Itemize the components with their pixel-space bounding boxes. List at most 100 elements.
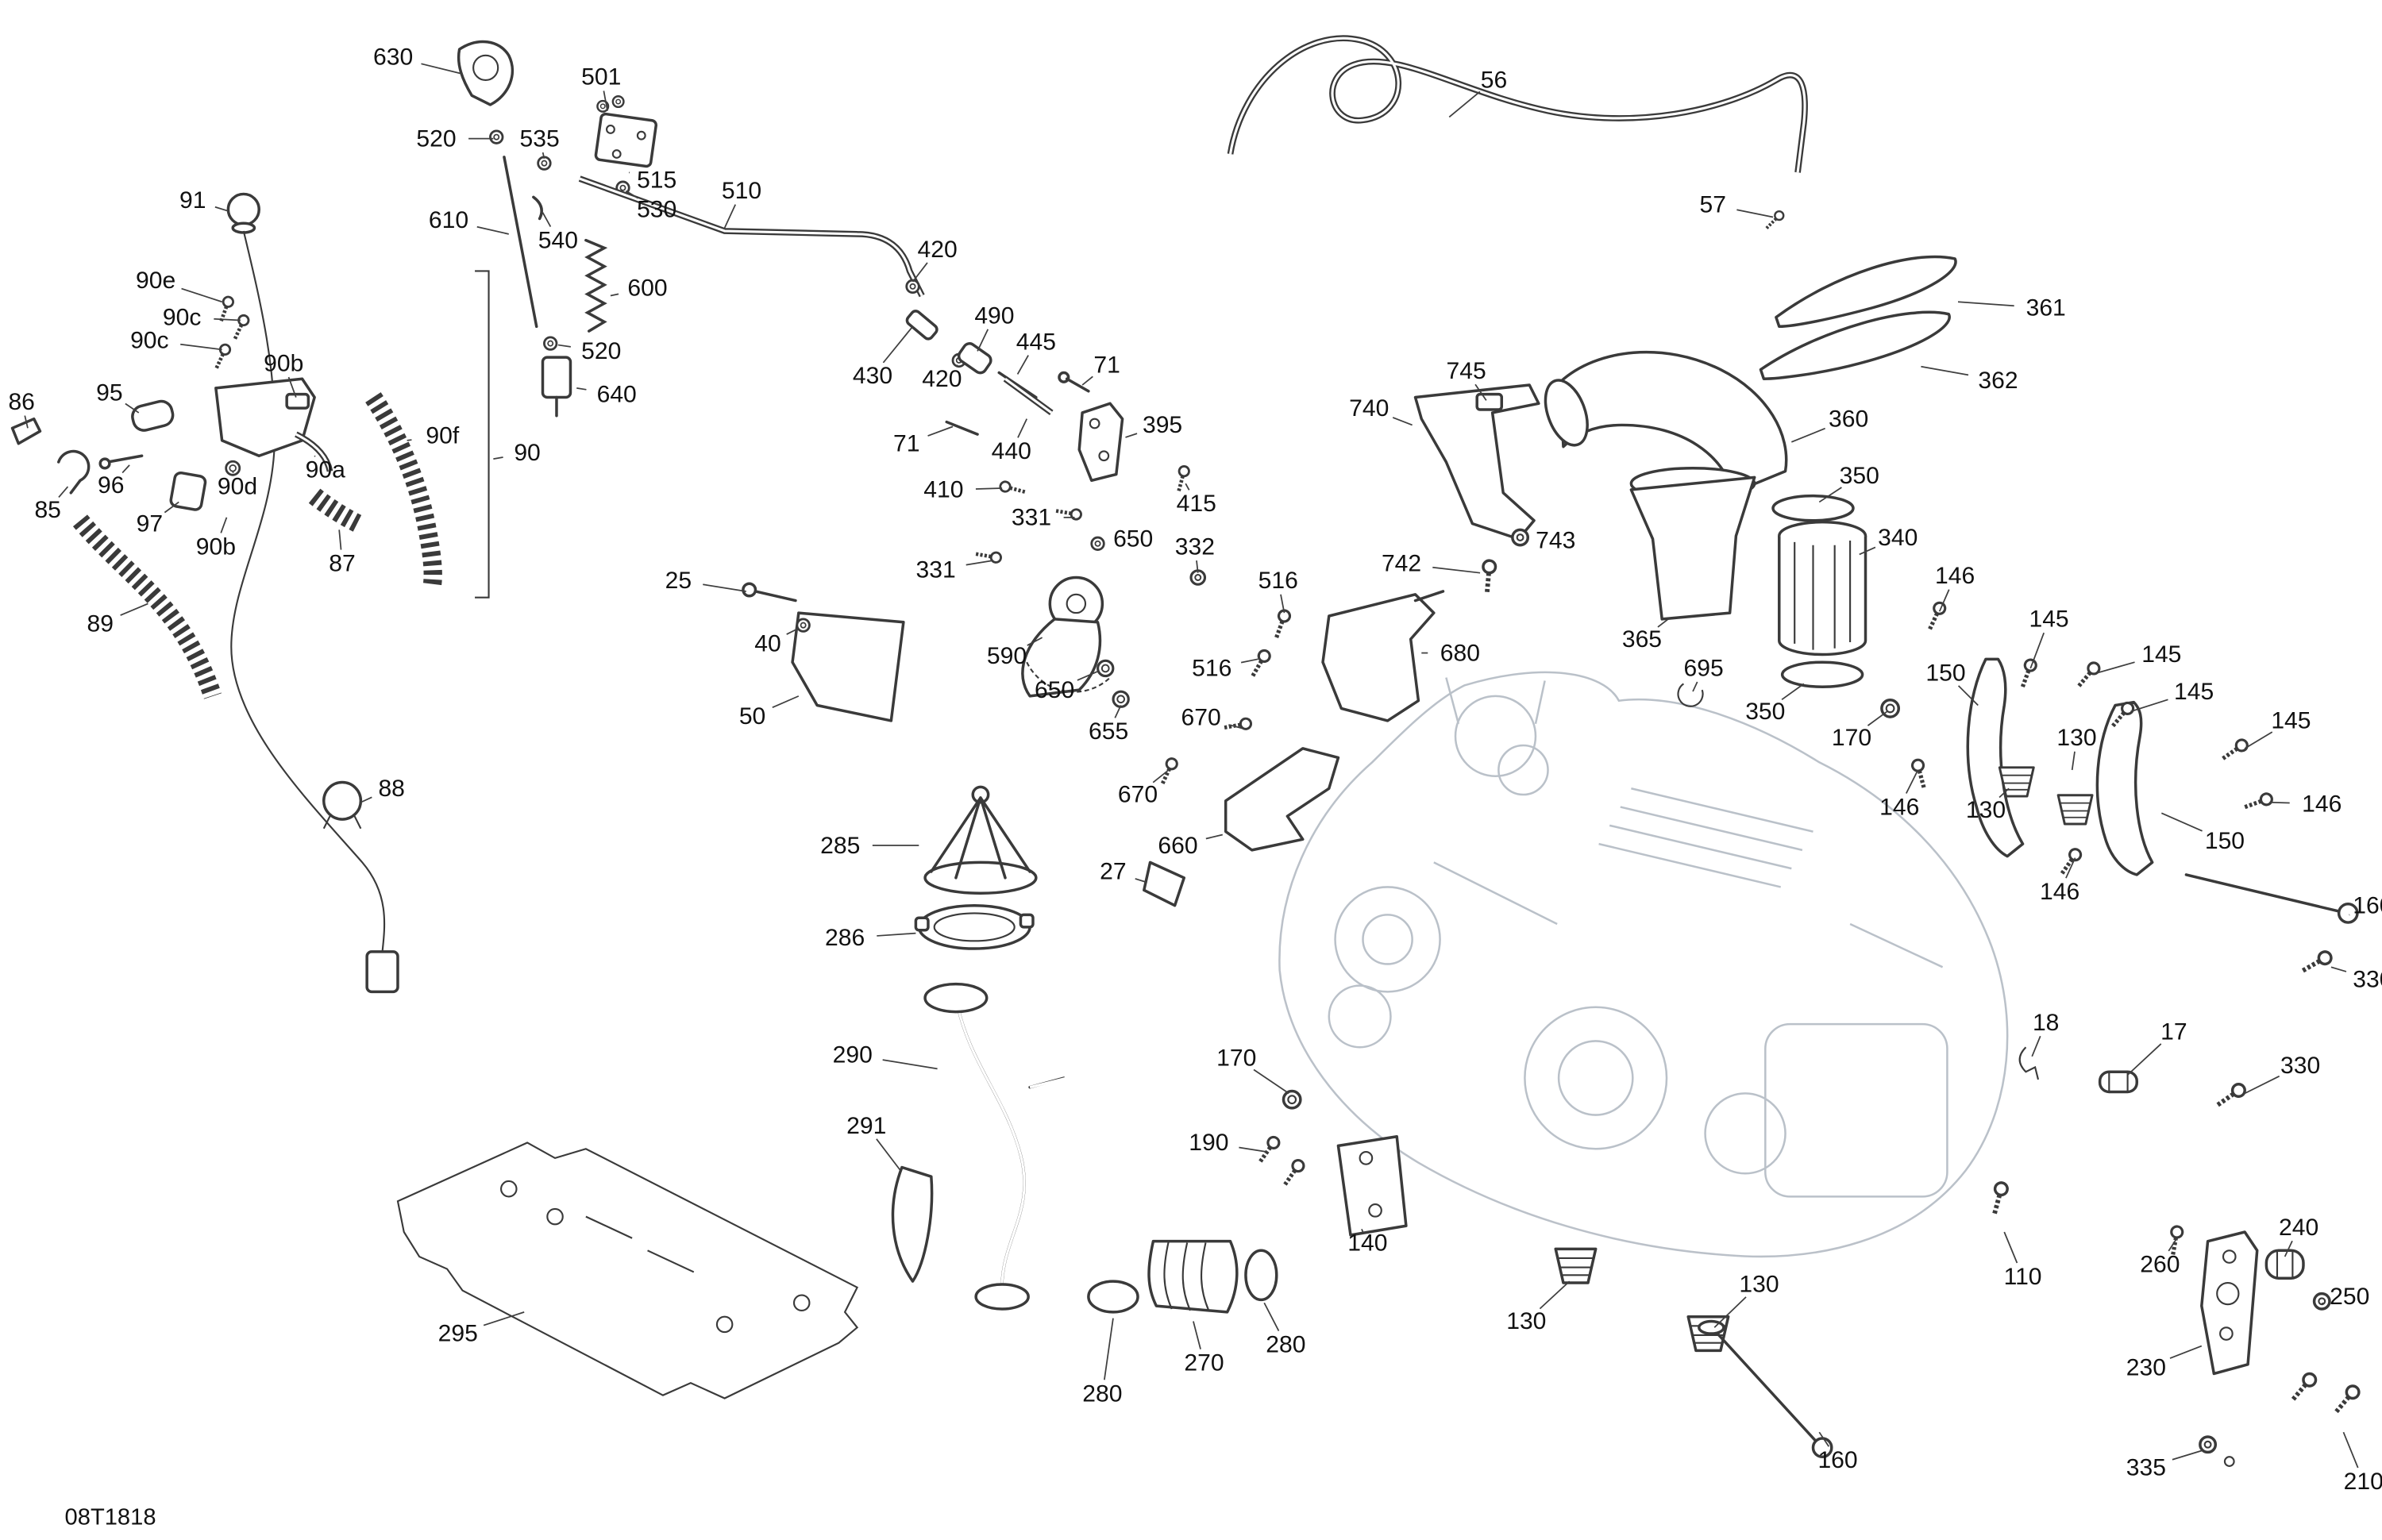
part-label-420: 420 — [922, 366, 962, 392]
leader-line — [603, 90, 608, 111]
part-label-27: 27 — [1100, 859, 1126, 885]
part-label-250: 250 — [2330, 1284, 2369, 1310]
leader-line — [557, 344, 571, 348]
leader-line — [2029, 632, 2045, 669]
part-label-140: 140 — [1347, 1230, 1387, 1256]
part-label-445: 445 — [1016, 329, 1056, 355]
part-label-90c: 90c — [163, 304, 202, 330]
leader-line — [360, 796, 372, 803]
part-label-430: 430 — [853, 363, 892, 389]
leader-line — [1957, 301, 2014, 307]
leader-line — [1152, 769, 1170, 783]
engine-mounts-bottom-center — [1255, 210, 1833, 1458]
leader-line — [2031, 1035, 2041, 1057]
leader-line — [2169, 1345, 2203, 1359]
leader-line — [703, 583, 746, 592]
leader-line — [2330, 966, 2347, 972]
leader-line — [786, 627, 800, 635]
leader-line — [1193, 1321, 1201, 1349]
leader-line — [1205, 834, 1224, 840]
part-label-270: 270 — [1184, 1350, 1224, 1376]
part-label-150: 150 — [1925, 660, 1965, 686]
leader-line — [2342, 1431, 2359, 1469]
leader-line — [1239, 1146, 1268, 1153]
part-label-146: 146 — [1879, 794, 1919, 820]
leader-line — [955, 364, 958, 368]
leader-line — [1185, 483, 1190, 491]
leader-line — [407, 439, 412, 441]
part-label-350: 350 — [1840, 463, 1879, 489]
part-label-740: 740 — [1349, 395, 1389, 422]
leader-line — [610, 293, 619, 297]
leader-line — [2065, 857, 2076, 879]
leader-line — [2168, 1238, 2178, 1252]
part-label-516: 516 — [1258, 568, 1298, 594]
part-label-330: 330 — [2353, 967, 2382, 993]
part-label-535: 535 — [520, 125, 560, 152]
leader-line — [287, 376, 297, 398]
part-label-260: 260 — [2140, 1251, 2180, 1277]
part-label-440: 440 — [992, 438, 1031, 464]
leader-line — [1125, 433, 1138, 438]
leader-line — [1818, 487, 1842, 503]
leader-line — [1432, 566, 1481, 574]
leader-line — [927, 425, 954, 437]
skid-plate-295 — [396, 1142, 859, 1399]
part-label-56: 56 — [1481, 67, 1507, 94]
part-label-331: 331 — [1012, 505, 1051, 531]
part-label-50: 50 — [739, 703, 765, 730]
part-label-695: 695 — [1684, 656, 1724, 682]
center-linkage — [742, 402, 1445, 907]
part-label-150: 150 — [2205, 828, 2245, 854]
leader-line — [164, 501, 179, 514]
leader-line — [1135, 878, 1147, 884]
part-label-285: 285 — [820, 833, 860, 859]
leader-line — [1104, 1318, 1114, 1380]
leader-line — [2284, 1240, 2293, 1257]
leader-line — [121, 464, 130, 474]
part-label-362: 362 — [1978, 368, 2018, 394]
part-label-90c: 90c — [130, 327, 169, 353]
part-label-145: 145 — [2141, 641, 2181, 668]
part-label-110: 110 — [2004, 1264, 2042, 1290]
part-label-88: 88 — [378, 776, 404, 802]
leader-line — [338, 529, 342, 550]
part-label-90f: 90f — [426, 423, 459, 449]
part-label-490: 490 — [974, 302, 1014, 329]
part-label-170: 170 — [1832, 725, 1871, 751]
part-label-90b: 90b — [264, 351, 303, 377]
leader-line — [1027, 637, 1043, 646]
leader-line — [1196, 560, 1199, 573]
air-duct-361-362 — [1759, 255, 1957, 380]
part-label-160: 160 — [2353, 892, 2382, 918]
leader-line — [542, 152, 545, 160]
part-label-170: 170 — [1216, 1045, 1256, 1071]
part-label-630: 630 — [373, 44, 413, 70]
part-label-89: 89 — [87, 610, 113, 637]
leader-line — [180, 343, 222, 351]
leader-line — [2127, 1043, 2162, 1076]
throttle-linkage — [457, 40, 1090, 436]
leader-line — [476, 225, 509, 235]
part-label-71: 71 — [1093, 352, 1120, 378]
part-label-25: 25 — [665, 568, 692, 594]
part-label-295: 295 — [438, 1321, 478, 1347]
part-label-280: 280 — [1082, 1380, 1122, 1407]
part-label-520: 520 — [416, 125, 456, 152]
leader-line — [1280, 594, 1285, 614]
cable-56 — [1227, 35, 1808, 173]
part-label-210: 210 — [2344, 1469, 2382, 1495]
part-label-90e: 90e — [136, 268, 175, 294]
part-label-190: 190 — [1189, 1130, 1228, 1156]
group-bracket-90 — [475, 270, 490, 599]
part-label-130: 130 — [1966, 797, 2006, 823]
part-label-130: 130 — [2056, 725, 2096, 751]
part-label-331: 331 — [916, 557, 956, 583]
part-label-332: 332 — [1175, 533, 1215, 560]
leader-line — [493, 456, 503, 460]
part-label-650: 650 — [1035, 677, 1074, 703]
part-label-90d: 90d — [218, 474, 257, 500]
part-label-146: 146 — [2302, 791, 2342, 817]
leader-line — [1263, 1302, 1280, 1331]
